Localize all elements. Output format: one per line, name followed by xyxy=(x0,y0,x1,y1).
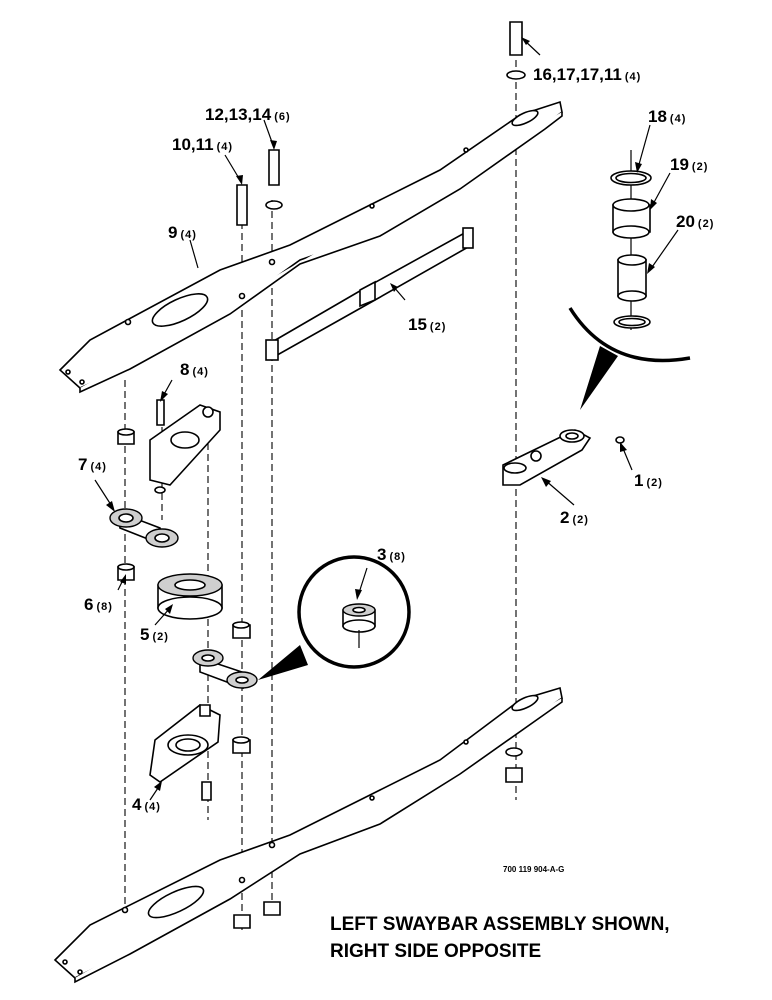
label-2: 2(2) xyxy=(560,508,589,527)
label-9: 9(4) xyxy=(168,223,197,242)
top-bolts xyxy=(236,21,526,226)
note-line-2: RIGHT SIDE OPPOSITE xyxy=(330,941,541,962)
label-3: 3(8) xyxy=(377,545,406,564)
label-20: 20(2) xyxy=(676,212,714,231)
upper-bracket xyxy=(149,399,221,494)
bottom-nuts xyxy=(233,747,523,929)
lower-links xyxy=(192,621,258,754)
spacer-callout xyxy=(258,555,411,680)
label-16-17-17-11: 16,17,17,11(4) xyxy=(533,65,641,84)
upper-links-and-spacers xyxy=(109,428,179,581)
label-5: 5(2) xyxy=(140,625,169,644)
upper-swaybar-plate xyxy=(58,100,563,394)
label-15: 15(2) xyxy=(408,315,446,334)
pivot-arm xyxy=(502,429,625,486)
label-6: 6(8) xyxy=(84,595,113,614)
assembly-note: LEFT SWAYBAR ASSEMBLY SHOWN, RIGHT SIDE … xyxy=(330,914,670,962)
bushing-callout xyxy=(568,307,691,410)
label-8: 8(4) xyxy=(180,360,209,379)
label-4: 4(4) xyxy=(132,795,161,814)
label-18: 18(4) xyxy=(648,107,686,126)
label-10-11: 10,11(4) xyxy=(172,135,233,154)
lower-swaybar-plate xyxy=(53,686,563,984)
bearing xyxy=(157,573,223,620)
note-line-1: LEFT SWAYBAR ASSEMBLY SHOWN, xyxy=(330,914,670,935)
label-7: 7(4) xyxy=(78,455,107,474)
bracket-bar xyxy=(265,227,474,361)
leader-lines xyxy=(94,37,679,801)
label-1: 1(2) xyxy=(634,471,663,490)
part-labels: 16,17,17,11(4) 12,13,14(6) 10,11(4) 18(4… xyxy=(78,65,714,814)
drawing-code: 700 119 904-A-G xyxy=(503,865,564,874)
bushing-stack xyxy=(610,170,652,329)
lower-bracket xyxy=(149,704,221,801)
label-12-13-14: 12,13,14(6) xyxy=(205,105,291,124)
label-19: 19(2) xyxy=(670,155,708,174)
